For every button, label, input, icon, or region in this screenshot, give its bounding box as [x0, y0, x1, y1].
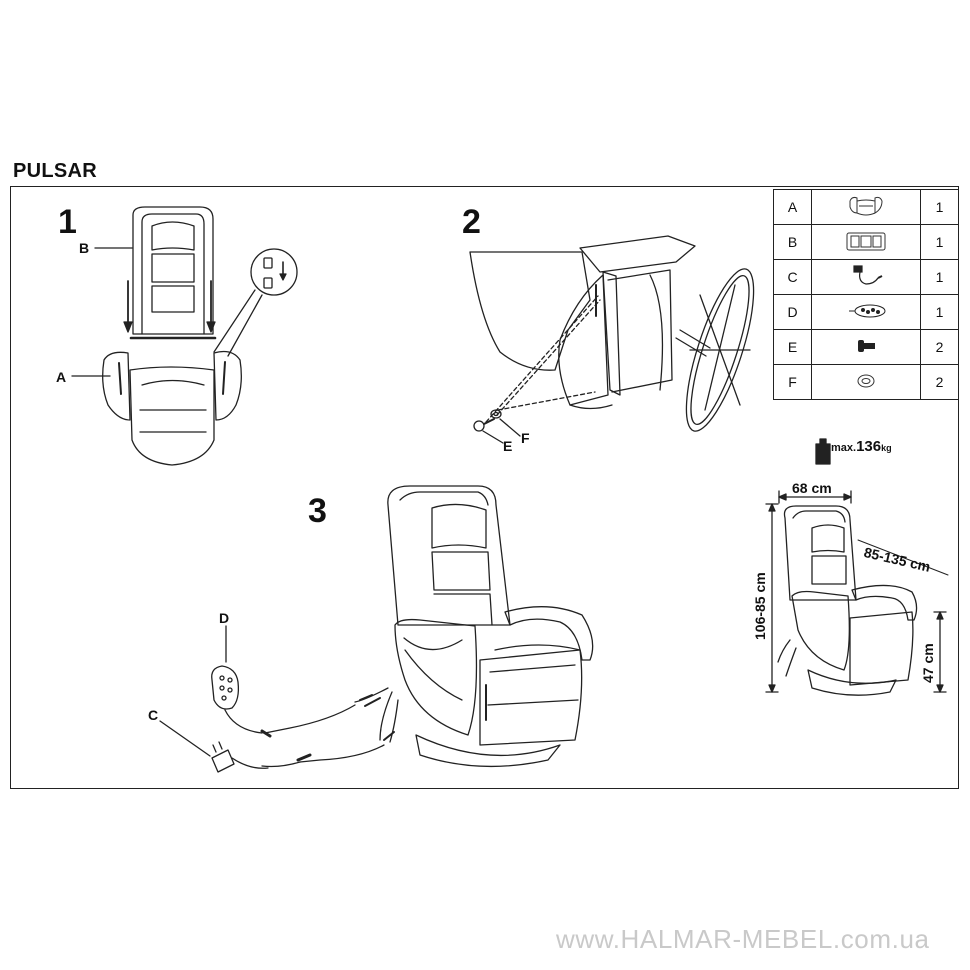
part-quantity: 2	[920, 364, 959, 400]
part-letter: B	[773, 224, 812, 260]
parts-row: E 2	[773, 329, 959, 365]
adapter-drawing	[160, 721, 268, 772]
armrest-base-icon	[811, 189, 921, 225]
label-b: B	[79, 240, 90, 256]
height-dimension: 106-85 cm	[752, 572, 768, 640]
max-load-value: 136	[856, 438, 882, 455]
base-drawing	[72, 249, 297, 465]
max-load-label: max.136kg	[831, 438, 892, 455]
part-quantity: 1	[920, 259, 959, 295]
remote-control-drawing	[212, 626, 262, 733]
parts-row: F 2	[773, 364, 959, 400]
label-c: C	[148, 707, 159, 723]
max-load-unit: kg	[881, 443, 892, 453]
part-letter: A	[773, 189, 812, 225]
chair-assembled-drawing	[160, 486, 593, 772]
part-quantity: 1	[920, 224, 959, 260]
part-quantity: 1	[920, 294, 959, 330]
power-adapter-icon	[811, 259, 921, 295]
parts-row: D 1	[773, 294, 959, 330]
bolt-icon	[811, 329, 921, 365]
label-d: D	[219, 610, 230, 626]
instruction-frame	[10, 186, 959, 789]
website-watermark: www.HALMAR-MEBEL.com.ua	[556, 924, 930, 954]
width-dimension: 68 cm	[792, 480, 832, 496]
part-quantity: 1	[920, 189, 959, 225]
parts-row: A 1	[773, 189, 959, 225]
dimension-drawing	[766, 439, 948, 695]
seat-height-dimension: 47 cm	[920, 643, 936, 683]
washer-icon	[811, 364, 921, 400]
part-letter: E	[773, 329, 812, 365]
step-number-2: 2	[462, 203, 481, 241]
part-letter: C	[773, 259, 812, 295]
parts-row: C 1	[773, 259, 959, 295]
parts-table: A 1 B 1 C 1 D 1 E 2 F 2	[773, 189, 959, 400]
step-number-1: 1	[58, 203, 77, 241]
backrest-icon	[811, 224, 921, 260]
part-letter: D	[773, 294, 812, 330]
backrest-drawing	[95, 207, 215, 338]
product-title: PULSAR	[13, 160, 98, 182]
label-e: E	[503, 438, 513, 454]
step-number-3: 3	[308, 492, 327, 530]
label-a: A	[56, 369, 67, 385]
part-quantity: 2	[920, 329, 959, 365]
part-letter: F	[773, 364, 812, 400]
label-f: F	[521, 430, 530, 446]
max-load-prefix: max.	[831, 442, 857, 454]
parts-row: B 1	[773, 224, 959, 260]
remote-control-icon	[811, 294, 921, 330]
chair-flipped-drawing	[470, 236, 767, 443]
